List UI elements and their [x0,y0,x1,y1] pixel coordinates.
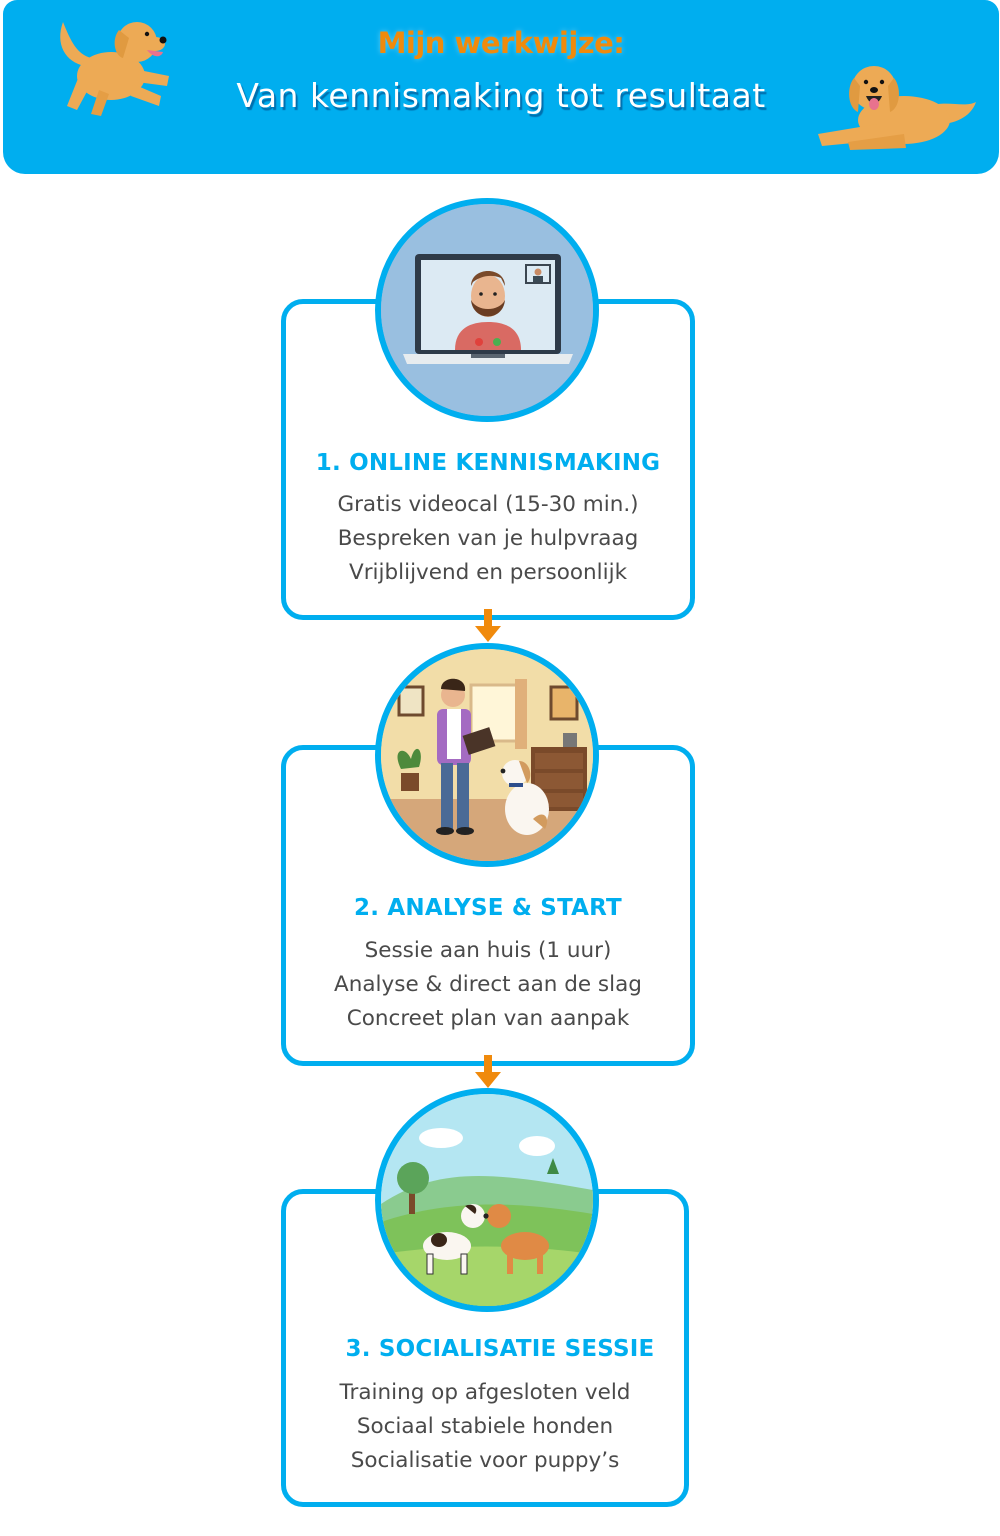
arrow-down-icon [475,609,501,642]
step-title: 2. ANALYSE & START [354,895,622,921]
step-line: Bespreken van je hulpvraag [337,526,639,551]
step-description: Sessie aan huis (1 uur) Analyse & direct… [286,934,690,1036]
running-dog-icon [60,22,169,116]
arrow-down-icon [475,1055,501,1088]
header-subtitle: Van kennismaking tot resultaat [236,76,766,115]
step-image-2 [375,643,599,867]
step-description: Training op afgesloten veld Sociaal stab… [286,1376,684,1478]
step-line: Training op afgesloten veld [339,1380,631,1405]
step-line: Gratis videocal (15-30 min.) [337,492,639,517]
step-line: Vrijblijvend en persoonlijk [348,560,628,585]
step-image-3 [375,1088,599,1312]
step-image-1 [375,198,599,422]
step-title: 1. ONLINE KENNISMAKING [315,450,661,476]
lying-dog-icon [818,66,976,150]
trainer-with-dog-icon [381,649,593,861]
two-dogs-field-icon [381,1094,593,1306]
step-line: Socialisatie voor puppy’s [350,1448,620,1473]
step-line: Analyse & direct aan de slag [334,972,642,997]
laptop-videocall-icon [381,204,593,416]
header-title: Mijn werkwijze: [377,26,625,60]
step-description: Gratis videocal (15-30 min.) Bespreken v… [286,488,690,590]
header-banner: Mijn werkwijze: Van kennismaking tot res… [3,0,999,174]
step-title: 3. SOCIALISATIE SESSIE [345,1336,655,1362]
step-line: Sociaal stabiele honden [356,1414,614,1439]
step-line: Concreet plan van aanpak [346,1006,630,1031]
step-line: Sessie aan huis (1 uur) [364,938,612,963]
